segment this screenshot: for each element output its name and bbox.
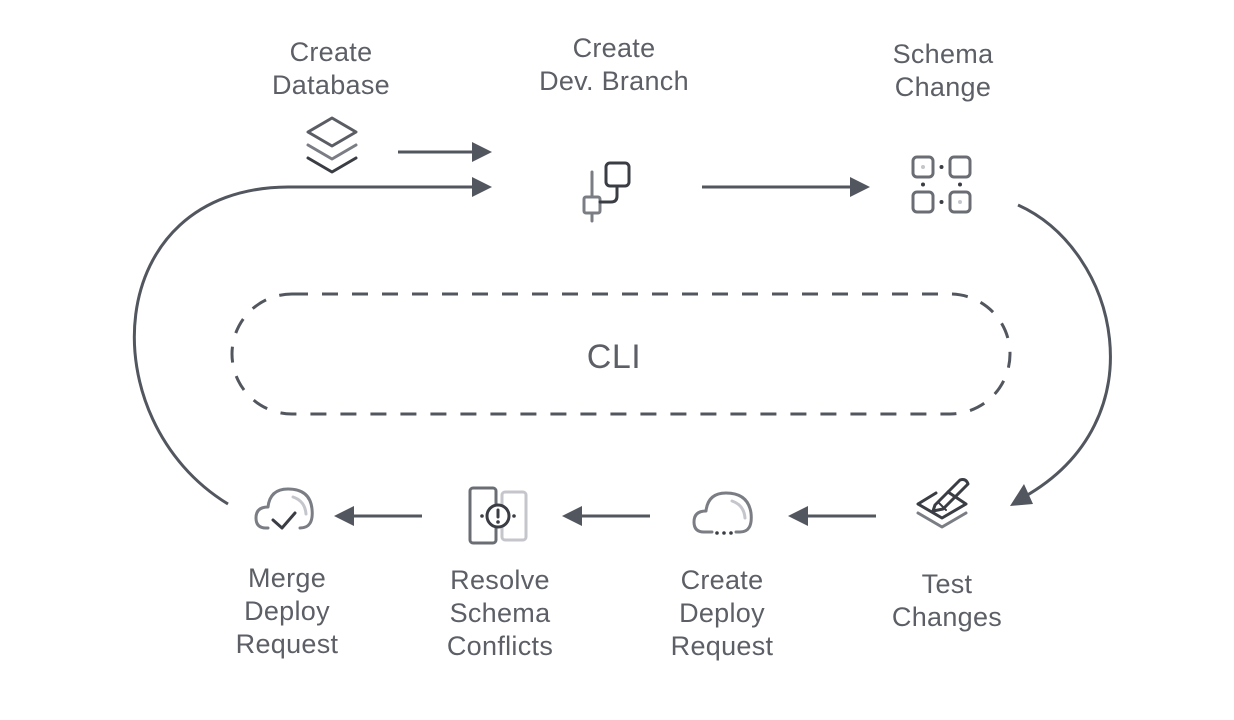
conflict-alert-icon [468,486,528,545]
label-line: Change [894,72,992,102]
cloud-pending-icon [692,491,753,535]
label-line: Resolve [450,565,550,595]
label-create-deploy-request: Create Deploy Request [671,564,774,663]
label-line: Request [670,631,774,661]
arrowhead-test-to-deploy [788,506,808,526]
label-line: Merge [247,563,327,593]
label-line: Deploy [679,598,765,628]
dev-branch-icon [582,161,631,223]
label-line: Create [572,33,656,63]
cloud-check-icon [254,487,314,530]
cli-label: CLI [586,338,642,376]
arrowhead-deploy-to-resolve [562,506,582,526]
label-line: Test [921,569,973,599]
label-line: Conflicts [446,631,554,661]
label-line: Schema [892,39,994,69]
arrowhead-resolve-to-merge [334,506,354,526]
label-line: Create [680,565,764,595]
label-line: Database [272,70,390,100]
arrowhead-left-loop [472,177,492,197]
label-test-changes: Test Changes [892,568,1002,634]
arrowhead-right-loop [1010,484,1033,506]
arrowhead-branch-to-schema [850,177,870,197]
loop-curve-right [1017,203,1112,499]
label-resolve-schema-conflicts: Resolve Schema Conflicts [447,564,553,663]
test-pen-icon [916,478,970,529]
loop-curve-left [132,185,478,506]
label-line: Create [289,37,373,67]
database-layers-icon [306,116,358,174]
schema-grid-icon [911,155,972,214]
arrowhead-database-to-branch [472,142,492,162]
label-line: Request [235,629,339,659]
label-line: Changes [891,602,1003,632]
label-line: Schema [449,598,551,628]
cli-dashed-loop [230,292,1012,416]
label-line: Dev. Branch [539,66,689,96]
label-line: Deploy [244,596,330,626]
label-create-database: Create Database [272,36,390,102]
label-merge-deploy-request: Merge Deploy Request [236,562,339,661]
label-schema-change: Schema Change [893,38,994,104]
label-create-dev-branch: Create Dev. Branch [539,32,689,98]
